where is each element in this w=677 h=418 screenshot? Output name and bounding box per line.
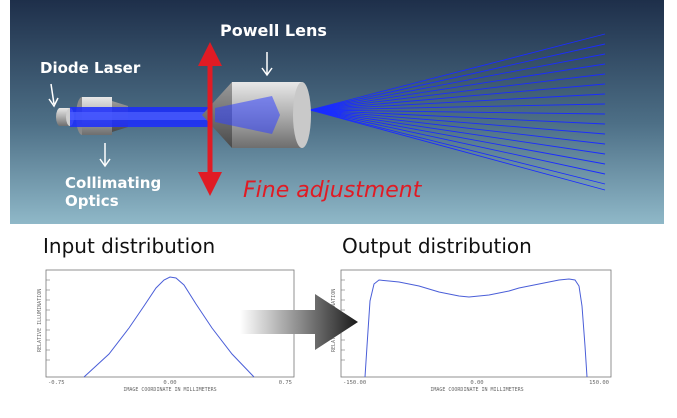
transform-arrow-icon <box>240 294 358 350</box>
diode-laser-label: Diode Laser <box>40 59 141 77</box>
output-xtick-left: -150.00 <box>343 380 366 386</box>
collimating-label-line2: Optics <box>65 192 119 210</box>
plot-frame <box>340 269 612 378</box>
input-xtick-mid: 0.00 <box>163 380 176 386</box>
fine-adjust-arrow <box>198 42 222 196</box>
powell-lens <box>202 82 311 148</box>
input-distribution-heading: Input distribution <box>43 234 216 258</box>
output-xtick-right: 150.00 <box>589 380 609 386</box>
optics-scene: Powell Lens Diode Laser Collimating Opti… <box>10 0 664 224</box>
output-distribution-plot: RELATIVE ILLUMINATION IMAGE COORDINATE I… <box>327 266 617 393</box>
fan-beams <box>309 33 606 191</box>
output-xtick-mid: 0.00 <box>470 380 483 386</box>
input-curve <box>83 276 255 378</box>
output-distribution-heading: Output distribution <box>342 234 532 258</box>
input-ylabel: RELATIVE ILLUMINATION <box>37 289 43 352</box>
collimating-label-line1: Collimating <box>65 174 162 192</box>
output-xlabel: IMAGE COORDINATE IN MILLIMETERS <box>430 387 523 393</box>
fine-adjustment-label: Fine adjustment <box>243 178 422 203</box>
input-xtick-right: 0.75 <box>279 380 292 386</box>
input-xlabel: IMAGE COORDINATE IN MILLIMETERS <box>123 387 216 393</box>
input-xtick-left: -0.75 <box>48 380 65 386</box>
pointer-arrows <box>48 52 273 168</box>
powell-lens-label: Powell Lens <box>220 21 327 40</box>
optics-illustration <box>10 0 664 224</box>
output-curve <box>364 278 588 378</box>
